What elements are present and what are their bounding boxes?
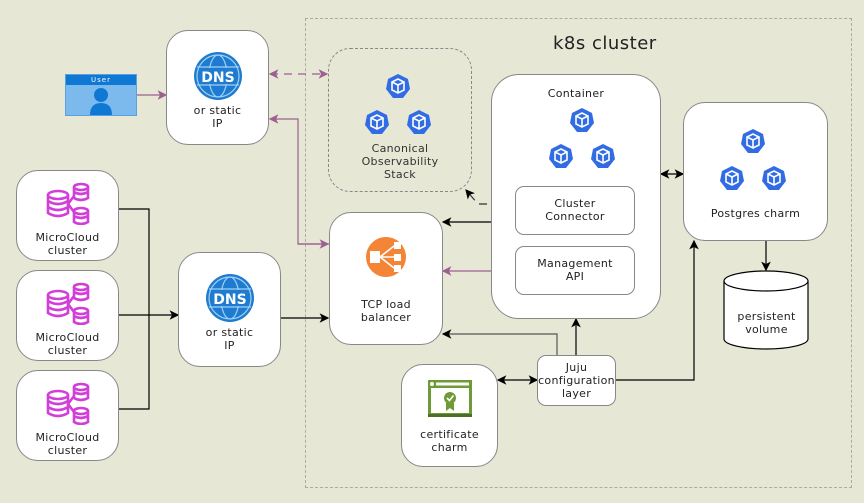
kubernetes-pod-icon [720,166,744,190]
kubernetes-pod-icon [762,166,786,190]
dns-top-node[interactable]: DNS or static IP [166,30,269,145]
kubernetes-pod-icon [741,129,765,153]
dns-bottom-label: or static IP [205,326,254,352]
container-label: Container [547,87,605,100]
edge-connector-cos [465,189,515,205]
k8s-cluster-boundary [305,18,852,488]
microcloud-node-3[interactable]: MicroCloud cluster [16,370,119,461]
kubernetes-pod-icon [365,110,389,134]
microcloud-node-1[interactable]: MicroCloud cluster [16,170,119,261]
edge-juju-postgres [616,239,699,381]
postgres-charm-node[interactable]: Postgres charm [683,102,828,241]
dns-top-label: or static IP [193,104,242,130]
cluster-connector-node[interactable]: Cluster Connector [515,186,635,235]
user-label: User [66,75,136,85]
database-cluster-icon [46,182,90,225]
kubernetes-pod-icon [549,144,573,168]
certificate-charm-node[interactable]: certificate charm [401,364,498,467]
edge-juju-lb [441,329,558,355]
management-api-label: Management API [537,257,613,283]
load-balancer-icon [366,237,406,277]
tcp-load-balancer-node[interactable]: TCP load balancer [329,212,443,345]
persistent-volume-label: persistent volume [737,310,796,336]
edge-lb-dns [268,114,329,245]
juju-configuration-node[interactable]: Juju configuration layer [537,355,616,406]
microcloud-label: MicroCloud cluster [35,331,100,357]
tcp-load-balancer-label: TCP load balancer [360,298,412,324]
kubernetes-pod-icon [407,110,431,134]
dns-bottom-node[interactable]: DNS or static IP [178,252,281,367]
kubernetes-pod-icon [570,108,594,132]
edge-microcloud-1 [119,208,150,410]
dns-icon-text: DNS [201,70,234,86]
kubernetes-pod-icon [386,74,410,98]
microcloud-label: MicroCloud cluster [35,231,100,257]
database-cluster-icon [46,382,90,425]
dns-icon: DNS [194,52,242,100]
k8s-cluster-title: k8s cluster [553,33,657,54]
cos-label: Canonical Observability Stack [361,142,439,181]
microcloud-node-2[interactable]: MicroCloud cluster [16,270,119,361]
user-node[interactable]: User [65,74,137,116]
certificate-icon [428,380,472,417]
persistent-volume-node[interactable]: persistent volume [723,270,810,350]
microcloud-label: MicroCloud cluster [35,431,100,457]
cylinder-icon [723,270,809,350]
dns-icon-text: DNS [213,292,246,308]
certificate-charm-label: certificate charm [420,428,479,454]
management-api-node[interactable]: Management API [515,246,635,295]
cluster-connector-label: Cluster Connector [545,197,605,223]
dns-icon: DNS [206,274,254,322]
kubernetes-pod-icon [591,144,615,168]
cos-node[interactable]: Canonical Observability Stack [328,48,472,192]
user-icon [90,88,112,115]
juju-configuration-label: Juju configuration layer [538,361,615,400]
postgres-charm-label: Postgres charm [710,207,801,220]
database-cluster-icon [46,282,90,325]
